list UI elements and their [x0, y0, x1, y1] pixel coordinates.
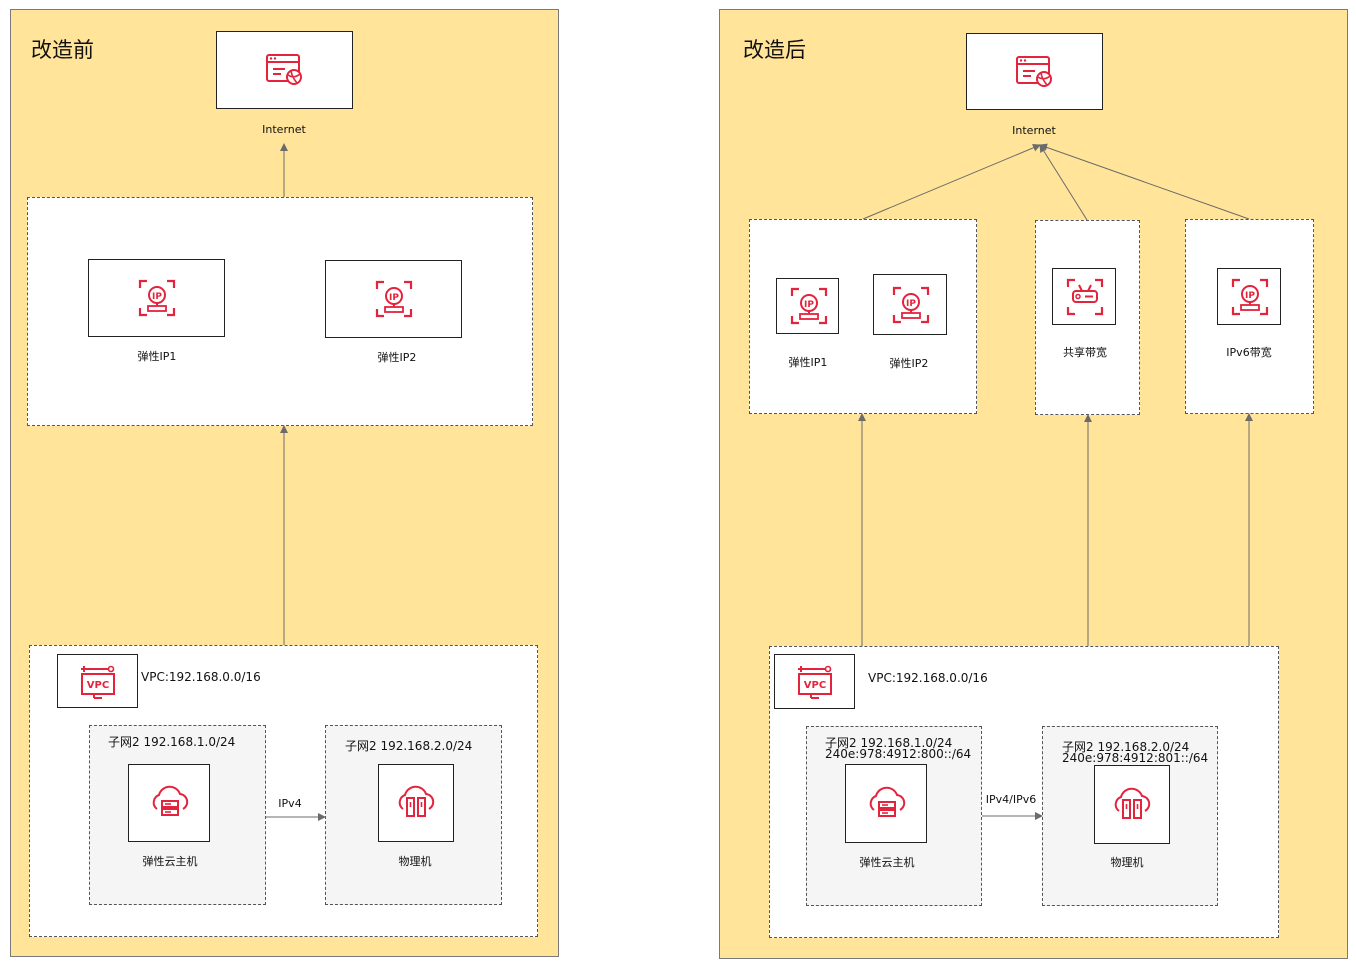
after-eip1-label: 弹性IP1: [788, 356, 828, 369]
after-internet-label: Internet: [1012, 124, 1056, 137]
svg-text:IP: IP: [389, 293, 399, 303]
before-subnet1: [89, 725, 266, 905]
internet-browser-icon: [266, 54, 302, 85]
after-title: 改造后: [743, 38, 806, 62]
shared-bandwidth-router-icon: [1066, 278, 1104, 316]
after-ecs-label: 弹性云主机: [859, 856, 915, 869]
after-subnet2-ipv6: 240e:978:4912:801::/64: [1062, 751, 1209, 765]
elastic-ip-icon: IP: [375, 280, 413, 318]
before-ecs-label: 弹性云主机: [142, 855, 198, 868]
before-eip2-label: 弹性IP2: [377, 351, 417, 364]
elastic-ip-icon: IP: [790, 287, 828, 325]
after-eip1-node: IP: [776, 278, 839, 334]
after-link-label: IPv4/IPv6: [985, 793, 1037, 806]
before-internet-label: Internet: [262, 123, 306, 136]
before-bms-node: [378, 764, 454, 842]
internet-browser-icon: [1016, 56, 1052, 87]
before-eip2-node: IP: [325, 260, 462, 338]
before-vpc-label: VPC:192.168.0.0/16: [141, 670, 261, 684]
elastic-ip-icon: IP: [1231, 278, 1269, 316]
svg-text:VPC: VPC: [804, 680, 826, 691]
after-vpc-label: VPC:192.168.0.0/16: [868, 671, 988, 685]
after-ipv6-bw-node: IP: [1217, 268, 1281, 325]
before-ecs-node: [128, 764, 210, 842]
after-vpc-node: VPC: [774, 654, 855, 709]
after-ipv6-bw-label: IPv6带宽: [1226, 346, 1272, 359]
after-shared-bw-label: 共享带宽: [1063, 346, 1107, 359]
after-ecs-node: [845, 764, 927, 843]
before-vpc-node: VPC: [57, 654, 138, 708]
before-internet-node: [216, 31, 353, 109]
after-eip2-node: IP: [873, 274, 947, 335]
svg-text:VPC: VPC: [87, 680, 109, 691]
after-subnet1-ipv6: 240e:978:4912:800::/64: [825, 747, 972, 761]
after-bms-node: [1094, 765, 1170, 844]
before-subnet2-label: 子网2 192.168.2.0/24: [345, 739, 473, 753]
after-subnet1-label: 子网2 192.168.1.0/24: [825, 736, 953, 750]
before-subnet1-label: 子网2 192.168.1.0/24: [108, 735, 236, 749]
elastic-ip-icon: IP: [892, 286, 930, 324]
vpc-icon: VPC: [798, 665, 832, 699]
before-bms-label: 物理机: [398, 855, 432, 868]
svg-text:IP: IP: [804, 300, 814, 310]
bare-metal-icon: [1114, 787, 1151, 819]
svg-text:IP: IP: [152, 292, 162, 302]
after-bms-label: 物理机: [1110, 856, 1144, 869]
bare-metal-icon: [398, 785, 435, 817]
after-eip2-label: 弹性IP2: [889, 357, 929, 370]
after-subnet2-label: 子网2 192.168.2.0/24: [1062, 740, 1190, 754]
before-link-label: IPv4: [278, 797, 302, 810]
before-title: 改造前: [31, 38, 94, 62]
cloud-server-icon: [869, 786, 906, 817]
svg-text:IP: IP: [1245, 291, 1255, 301]
svg-text:IP: IP: [906, 299, 916, 309]
vpc-icon: VPC: [81, 665, 115, 699]
before-eip1-node: IP: [88, 259, 225, 337]
elastic-ip-icon: IP: [138, 279, 176, 317]
cloud-server-icon: [152, 785, 189, 816]
after-internet-node: [966, 33, 1103, 110]
before-eip1-label: 弹性IP1: [137, 350, 177, 363]
after-shared-bw-node: [1052, 268, 1116, 325]
